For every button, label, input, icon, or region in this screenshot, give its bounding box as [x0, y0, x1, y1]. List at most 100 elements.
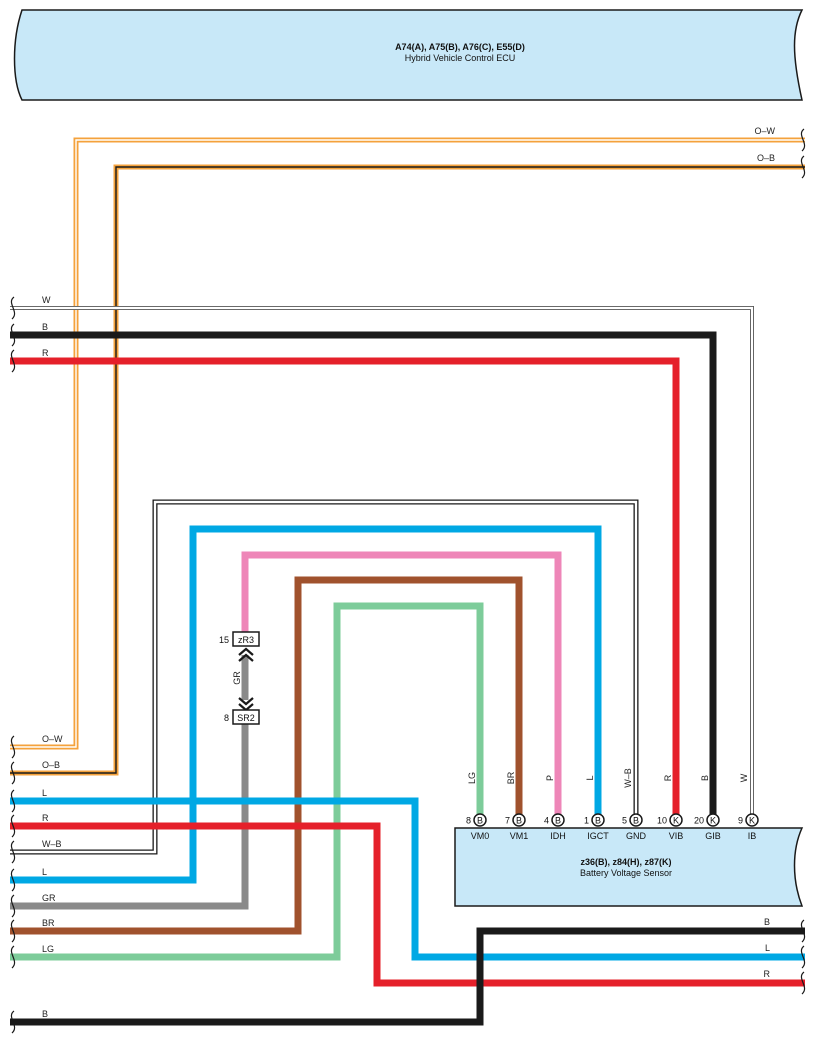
pin-connector-letter: B — [633, 816, 639, 826]
wire-break-mark — [10, 296, 16, 320]
wire-w-b — [10, 499, 639, 855]
pin-number: 20 — [694, 816, 704, 826]
left-wire-label: O–W — [42, 734, 63, 744]
sensor-pins: B8VM0LGB7VM1BRB4IDHPB1IGCTLB5GNDW–BK10VI… — [466, 768, 759, 841]
junction-zr3: zR3 15 — [219, 631, 260, 662]
junction-sr2: SR2 8 — [224, 697, 260, 725]
pin-number: 1 — [584, 816, 589, 826]
wire-break-mark — [10, 761, 16, 785]
pin-number: 10 — [657, 816, 667, 826]
wire-break-mark — [10, 894, 16, 918]
junction-zr3-label: zR3 — [238, 635, 254, 645]
bottom-right-wire-labels: BLR — [764, 917, 806, 995]
wire-lg — [10, 602, 484, 961]
pin-connector-letter: K — [710, 816, 716, 826]
junction-zr3-pin: 15 — [219, 635, 229, 645]
pin-name: IDH — [550, 831, 566, 841]
sensor-title: z36(B), z84(H), z87(K) — [580, 857, 671, 867]
wire-break-mark — [800, 971, 806, 995]
pin-number: 9 — [738, 816, 743, 826]
wire-l-through — [10, 797, 805, 961]
wire-break-mark — [10, 323, 16, 347]
wire-break-mark — [10, 349, 16, 373]
wire-p — [241, 551, 562, 818]
wire-break-mark — [800, 919, 806, 943]
pin-wire-color: R — [663, 774, 673, 781]
junction-sr2-pin: 8 — [224, 713, 229, 723]
wire-b — [10, 331, 717, 818]
pin-wire-color: B — [700, 775, 710, 781]
pin-wire-color: L — [585, 775, 595, 780]
left-wire-label: L — [42, 867, 47, 877]
left-wire-label: O–B — [42, 760, 60, 770]
pin-name: GIB — [705, 831, 721, 841]
pin-number: 5 — [622, 816, 627, 826]
wire-break-mark — [10, 814, 16, 838]
left-wire-label: B — [42, 322, 48, 332]
left-wire-label: W — [42, 295, 51, 305]
pin-name: VM0 — [471, 831, 490, 841]
pin-connector-letter: B — [555, 816, 561, 826]
wire-break-mark — [10, 840, 16, 864]
wire-o-w — [10, 137, 805, 750]
left-wire-label: LG — [42, 944, 54, 954]
pin-name: IB — [748, 831, 757, 841]
wire-break-mark — [10, 868, 16, 892]
wire-gr — [10, 720, 249, 910]
pin-wire-color: BR — [506, 771, 516, 784]
wire-r — [10, 357, 680, 818]
junction-sr2-label: SR2 — [237, 713, 255, 723]
wire-o-b — [10, 164, 805, 776]
pin-connector-letter: K — [673, 816, 679, 826]
left-wire-label: W–B — [42, 839, 62, 849]
left-wire-label: GR — [42, 893, 56, 903]
wire-break-mark — [800, 945, 806, 969]
wire-break-mark — [10, 919, 16, 943]
left-wire-label: BR — [42, 918, 55, 928]
right-wire-label: O–B — [757, 153, 775, 163]
gr-label: GR — [232, 671, 242, 685]
pin-wire-color: W — [739, 773, 749, 782]
pin-number: 4 — [544, 816, 549, 826]
left-wire-label: R — [42, 348, 49, 358]
wire-break-mark — [10, 945, 16, 969]
pin-name: VM1 — [510, 831, 529, 841]
pin-name: IGCT — [587, 831, 609, 841]
pin-name: VIB — [669, 831, 684, 841]
wire-br — [10, 576, 523, 935]
pin-connector-letter: B — [595, 816, 601, 826]
left-wire-label: B — [42, 1009, 48, 1019]
wire-r-through — [10, 822, 805, 987]
pin-connector-letter: B — [477, 816, 483, 826]
right-wire-label: O–W — [754, 126, 775, 136]
battery-voltage-sensor-box: z36(B), z84(H), z87(K) Battery Voltage S… — [454, 827, 804, 907]
right-wire-label: L — [765, 943, 770, 953]
wire-w — [10, 306, 754, 818]
wire-break-mark — [10, 735, 16, 759]
hybrid-ecu-box: A74(A), A75(B), A76(C), E55(D) Hybrid Ve… — [13, 9, 804, 101]
pin-number: 8 — [466, 816, 471, 826]
wire-break-mark — [10, 789, 16, 813]
wire-l — [10, 525, 602, 884]
wire-b-bottom — [10, 927, 805, 1026]
left-wire-label: R — [42, 813, 49, 823]
wire-break-mark — [10, 1010, 16, 1034]
sensor-subtitle: Battery Voltage Sensor — [580, 868, 672, 878]
pin-wire-color: P — [545, 775, 555, 781]
right-wire-label: R — [764, 969, 771, 979]
right-wire-labels: O–W O–B — [754, 126, 806, 179]
wire-break-mark — [800, 128, 806, 152]
wire-break-mark — [800, 155, 806, 179]
pin-connector-letter: B — [516, 816, 522, 826]
pin-number: 7 — [505, 816, 510, 826]
ecu-subtitle: Hybrid Vehicle Control ECU — [405, 53, 516, 63]
